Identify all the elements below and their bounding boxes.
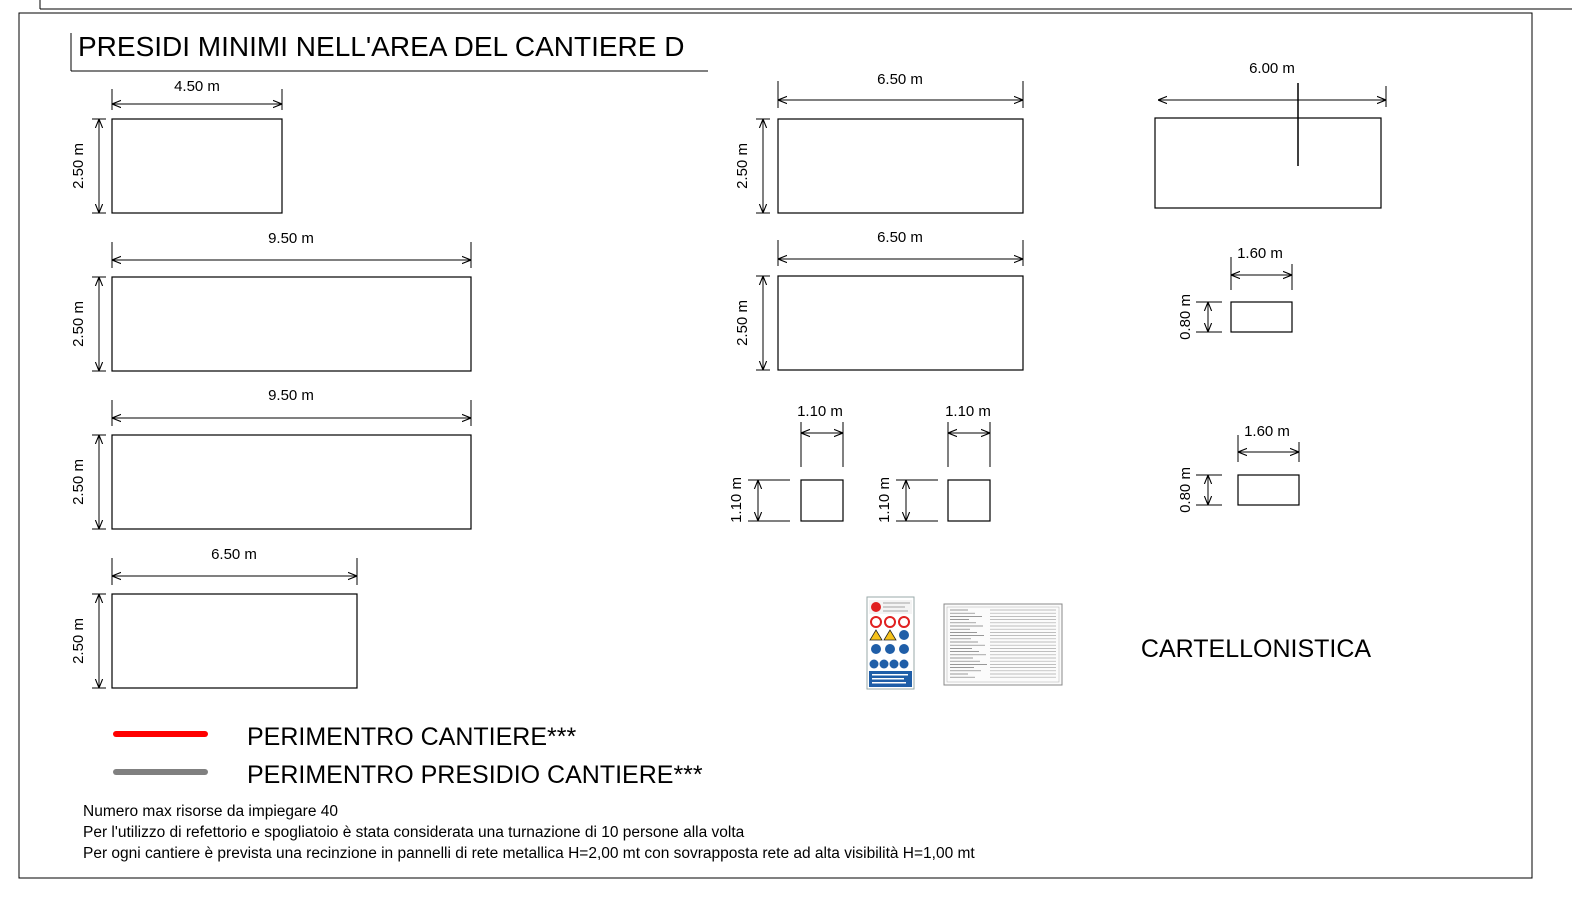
note-line: Numero max risorse da impiegare 40	[83, 803, 338, 820]
height-label: 2.50 m	[70, 301, 87, 347]
block-outline	[111, 276, 472, 372]
width-label: 1.60 m	[1237, 245, 1283, 262]
height-label: 2.50 m	[70, 618, 87, 664]
width-label: 9.50 m	[268, 230, 314, 247]
page-title: PRESIDI MINIMI NELL'AREA DEL CANTIERE D	[78, 31, 684, 62]
facility-block-4: 6.50 m 2.50 m	[70, 546, 358, 689]
width-label: 1.60 m	[1244, 423, 1290, 440]
facility-block-5: 6.50 m 2.50 m	[734, 71, 1024, 214]
legend-label: PERIMENTRO PRESIDIO CANTIERE***	[247, 761, 703, 789]
block-outline	[777, 275, 1024, 371]
facility-block-8: 1.60 m 0.80 m	[1177, 245, 1293, 340]
facility-block-1: 4.50 m 2.50 m	[70, 78, 283, 214]
block-outline	[947, 479, 991, 522]
block-outline	[111, 434, 472, 530]
block-outline	[1230, 301, 1293, 333]
block-outline	[1237, 474, 1300, 506]
width-label: 1.10 m	[797, 403, 843, 420]
height-label: 1.10 m	[728, 477, 745, 523]
signage-label: CARTELLONISTICA	[1141, 635, 1371, 663]
width-label: 6.50 m	[211, 546, 257, 563]
block-outline	[111, 593, 358, 689]
legend-label: PERIMENTRO CANTIERE***	[247, 723, 576, 751]
height-label: 0.80 m	[1177, 467, 1194, 513]
width-label: 4.50 m	[174, 78, 220, 95]
site-info-board-icon	[943, 603, 1063, 686]
legend-item-site-perimeter: PERIMENTRO CANTIERE***	[113, 723, 576, 751]
facility-block-3: 9.50 m 2.50 m	[70, 387, 472, 530]
legend: PERIMENTRO CANTIERE*** PERIMENTRO PRESID…	[113, 723, 703, 789]
facility-block-9: 1.60 m 0.80 m	[1177, 423, 1300, 513]
facility-block-11: 1.10 m 1.10 m	[876, 403, 991, 523]
width-label: 9.50 m	[268, 387, 314, 404]
facility-block-6: 6.50 m 2.50 m	[734, 229, 1024, 371]
block-outline	[777, 118, 1024, 214]
height-label: 2.50 m	[734, 300, 751, 346]
height-label: 2.50 m	[70, 143, 87, 189]
height-label: 2.50 m	[70, 459, 87, 505]
facility-block-10: 1.10 m 1.10 m	[728, 403, 844, 523]
note-line: Per ogni cantiere è prevista una recinzi…	[83, 845, 975, 862]
sheet-frame	[18, 0, 1572, 879]
safety-sign-board-icon	[866, 596, 915, 690]
width-label: 6.50 m	[877, 71, 923, 88]
legend-item-facility-perimeter: PERIMENTRO PRESIDIO CANTIERE***	[113, 761, 703, 789]
height-label: 1.10 m	[876, 477, 893, 523]
height-label: 2.50 m	[734, 143, 751, 189]
block-outline	[1154, 117, 1382, 209]
facility-block-7: 6.00 m	[1154, 60, 1387, 209]
block-outline	[111, 118, 283, 214]
note-line: Per l'utilizzo di refettorio e spogliato…	[83, 824, 745, 841]
width-label: 1.10 m	[945, 403, 991, 420]
title-block: PRESIDI MINIMI NELL'AREA DEL CANTIERE D	[70, 31, 708, 72]
height-label: 0.80 m	[1177, 294, 1194, 340]
notes: Numero max risorse da impiegare 40 Per l…	[83, 803, 975, 862]
width-label: 6.00 m	[1249, 60, 1295, 77]
facility-block-2: 9.50 m 2.50 m	[70, 230, 472, 372]
width-label: 6.50 m	[877, 229, 923, 246]
block-outline	[800, 479, 844, 522]
